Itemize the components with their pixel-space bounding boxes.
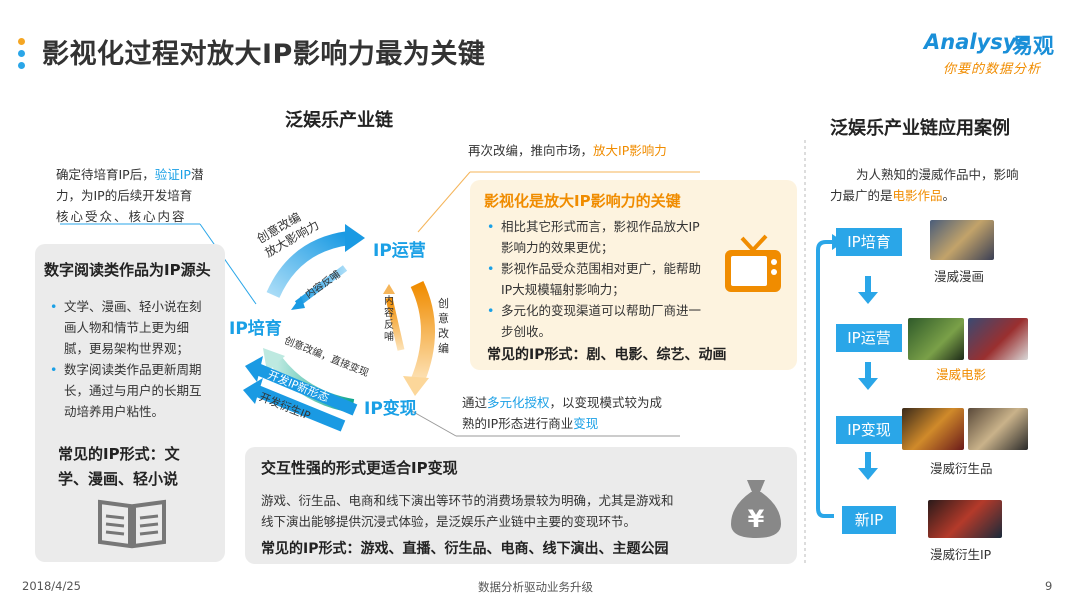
case-title: 泛娱乐产业链应用案例 — [830, 118, 1010, 139]
derivative-ip-thumbnail — [928, 500, 1002, 538]
title-dots — [18, 38, 26, 72]
merch-thumbnail-b — [968, 408, 1028, 450]
case-desc: 为人熟知的漫威作品中，影响 力最广的是电影作品。 — [830, 167, 1019, 203]
case-flow-arrows — [816, 234, 878, 518]
left-box-forms: 常见的IP形式：文 学、漫画、轻小说 — [58, 445, 180, 488]
case-step-operate: IP运营 — [836, 324, 902, 352]
page-title: 影视化过程对放大IP影响力最为关键 — [42, 39, 486, 70]
gray-box-title: 交互性强的形式更适合IP变现 — [261, 459, 458, 477]
left-box-title: 数字阅读类作品为IP源头 — [44, 261, 211, 279]
list-item: 文学、漫画、轻小说在刻画人物和情节上更为细腻，更易架构世界观； — [50, 296, 210, 359]
node-ip-cultivate: IP培育 — [229, 319, 282, 339]
case-step-cultivate: IP培育 — [836, 228, 902, 256]
logo-text: Analysys — [924, 30, 1029, 54]
intro-text: 确定待培育IP后，验证IP潜 力，为IP的后续开发培育 核心受众、核心内容 — [56, 167, 204, 224]
yellow-box-forms: 常见的IP形式：剧、电影、综艺、动画 — [487, 347, 727, 363]
yellow-box-title: 影视化是放大IP影响力的关键 — [484, 192, 681, 210]
case-step-new-ip: 新IP — [842, 506, 896, 534]
hulk-thumbnail — [908, 318, 964, 360]
logo-cn: 易观 — [1012, 34, 1054, 58]
money-bag-icon: ¥ — [731, 480, 781, 538]
list-item: 相比其它形式而言，影视作品放大IP影响力的效果更优； — [487, 216, 709, 258]
footer-date: 2018/4/25 — [22, 579, 81, 593]
yellow-box-bullets: 相比其它形式而言，影视作品放大IP影响力的效果更优； 影视作品受众范围相对更广，… — [487, 216, 709, 342]
bottom-note: 通过多元化授权，以变现模式较为成 熟的IP形态进行商业变现 — [462, 395, 663, 431]
captain-america-thumbnail — [968, 318, 1028, 360]
list-item: 数字阅读类作品更新周期长，通过与用户的长期互动培养用户粘性。 — [50, 359, 210, 422]
left-box-bullets: 文学、漫画、轻小说在刻画人物和情节上更为细腻，更易架构世界观； 数字阅读类作品更… — [50, 296, 210, 422]
case-step-monetize: IP变现 — [836, 416, 902, 444]
label-feedback-b: 内容反哺 — [384, 296, 394, 343]
list-item: 多元化的变现渠道可以帮助厂商进一步创收。 — [487, 300, 709, 342]
label-creative-adapt-b: 创意改编 — [438, 297, 449, 355]
list-item: 影视作品受众范围相对更广，能帮助IP大规模辐射影响力； — [487, 258, 709, 300]
top-note: 再次改编，推向市场，放大IP影响力 — [468, 143, 667, 158]
ip-cycle-diagram — [243, 224, 435, 432]
svg-text:¥: ¥ — [748, 505, 765, 533]
caption-marvel-films: 漫威电影 — [936, 367, 987, 382]
footer-center: 数据分析驱动业务升级 — [478, 580, 593, 594]
chain-title: 泛娱乐产业链 — [285, 110, 393, 131]
gray-box-body: 游戏、衍生品、电商和线下演出等环节的消费场景较为明确，尤其是游戏和 线下演出能够… — [261, 493, 674, 529]
tv-icon — [725, 234, 781, 292]
merch-thumbnail-a — [902, 408, 964, 450]
node-ip-operate: IP运营 — [373, 241, 426, 261]
gray-box-forms: 常见的IP形式：游戏、直播、衍生品、电商、线下演出、主题公园 — [261, 541, 669, 557]
node-ip-monetize: IP变现 — [364, 399, 417, 419]
interactive-monetize-box — [245, 447, 797, 564]
book-icon — [98, 499, 166, 549]
page-number: 9 — [1045, 579, 1053, 593]
caption-marvel-derivative-ip: 漫威衍生IP — [930, 547, 992, 562]
logo-tagline: 你要的数据分析 — [943, 62, 1042, 77]
caption-marvel-comics: 漫威漫画 — [934, 269, 985, 284]
marvel-comics-thumbnail — [930, 220, 994, 260]
caption-marvel-merch: 漫威衍生品 — [930, 461, 993, 476]
